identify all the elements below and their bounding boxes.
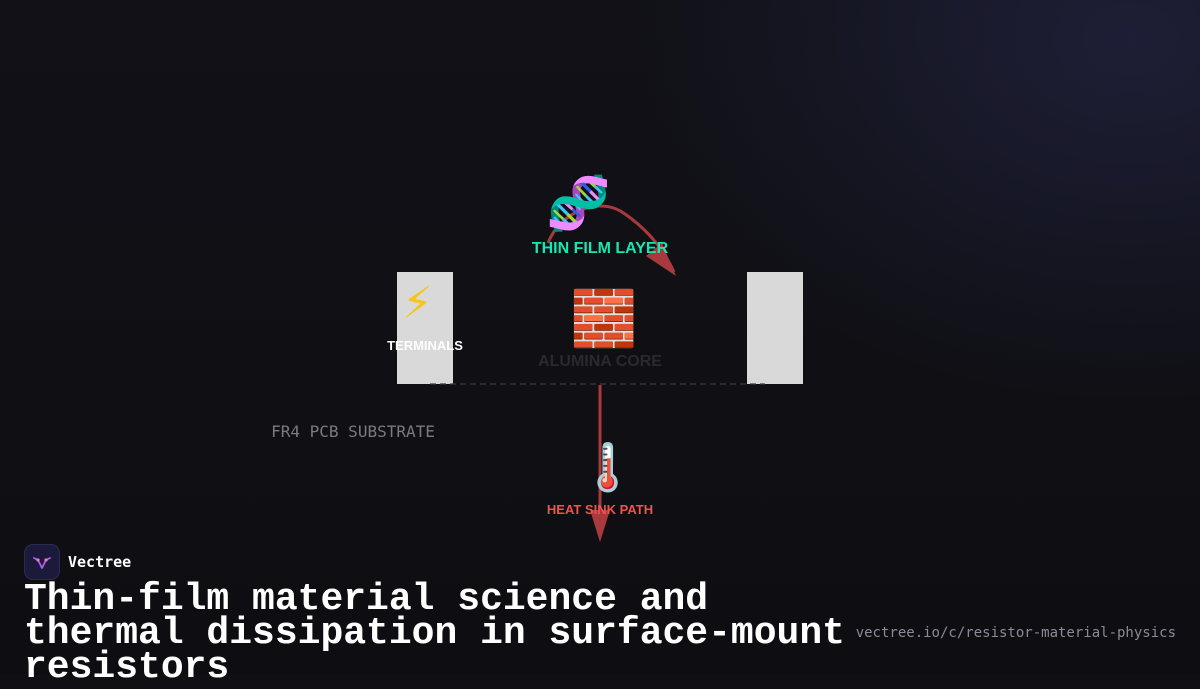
thermometer-icon: 🌡️ [579,440,637,494]
background [0,0,1200,675]
thin-film-label: THIN FILM LAYER [531,240,669,257]
thin-film-arrowhead [646,243,676,276]
brand: Vectree [24,544,131,580]
left-terminal-block [397,272,453,384]
brand-name: Vectree [68,553,132,571]
substrate-label: FR4 PCB SUBSTRATE [271,422,435,441]
lightning-icon: ⚡ [402,278,433,329]
source-url: vectree.io/c/resistor-material-physics [855,625,1176,641]
vectree-logo-icon [24,544,60,580]
dna-icon: 🧬 [546,174,611,234]
terminals-label: TERMINALS [387,338,463,353]
right-terminal-block [747,272,803,384]
heat-sink-arrowhead [590,510,610,542]
heat-sink-label: HEAT SINK PATH [546,502,654,517]
brick-icon: 🧱 [570,287,638,350]
resistor-diagram [397,204,803,542]
page-title: Thin-film material science and thermal d… [24,578,845,689]
alumina-core-label: ALUMINA CORE [538,353,662,370]
